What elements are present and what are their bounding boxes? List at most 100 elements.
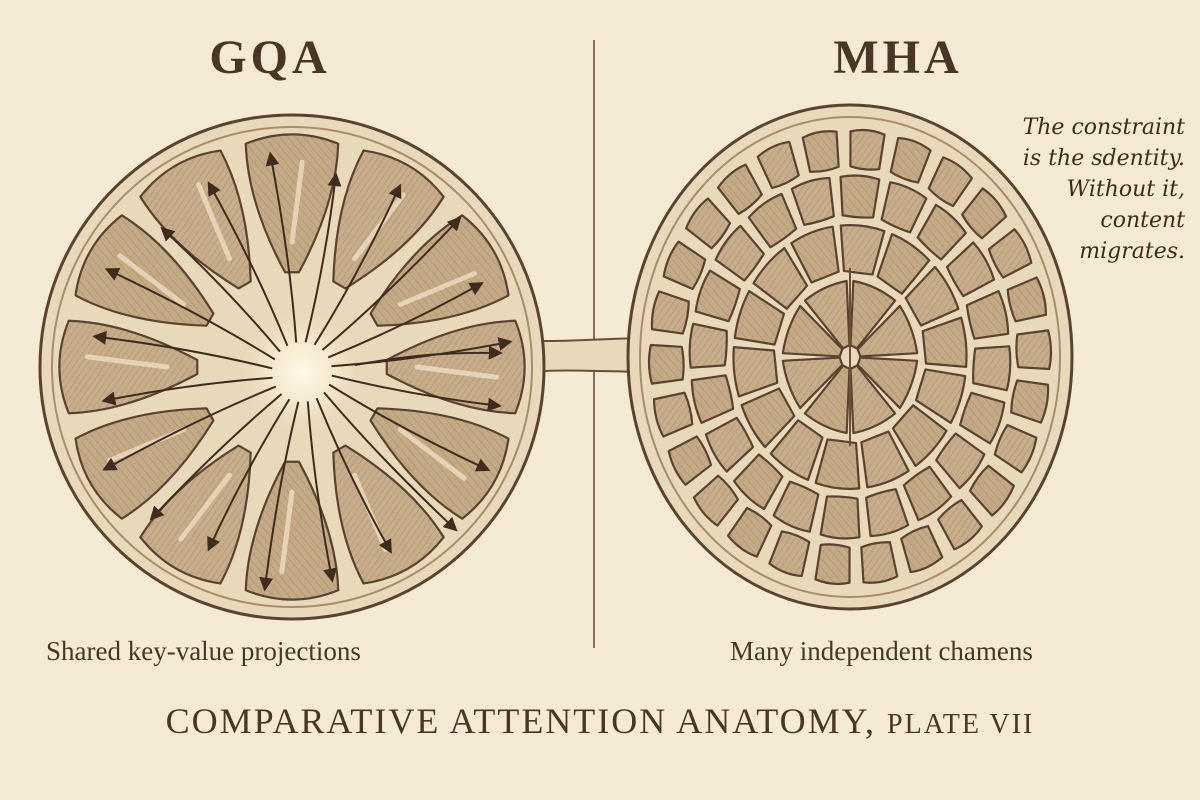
gqa-projection-arrow [306,401,337,583]
mha-chamber [733,453,784,511]
gqa-lobe-fold [279,489,295,575]
mha-chamber [839,174,881,219]
gqa-lobe-fold [397,427,467,481]
mha-chamber [889,136,932,184]
mha-organ [626,103,1074,611]
mha-chamber [904,265,960,327]
plate-title: COMPARATIVE ATTENTION ANATOMY, PLATE VII [0,700,1200,742]
gqa-projection-arrow [315,397,392,554]
mha-chamber [856,356,919,410]
mha-chamber [790,176,835,226]
gqa-stalk-arrow [354,345,503,366]
annotation-line: is the sdentity. [1022,146,1185,171]
mha-chamber [968,464,1015,517]
mha-chamber [865,488,910,538]
gqa-projection-arrow [265,151,298,343]
gqa-projection-arrow [304,172,342,343]
gqa-title: GQA [209,31,331,84]
mha-chamber [1010,379,1050,424]
gqa-projection-arrow [207,181,289,347]
mha-chamber [652,391,694,438]
mha-cells [647,128,1053,586]
mha-chamber [647,343,685,385]
mha-chamber [790,225,840,284]
mha-chamber [902,465,953,522]
gqa-lobe [332,444,445,585]
gqa-lobe [244,133,340,274]
annotation-line: migrates. [1079,239,1185,264]
mha-chamber [993,423,1038,474]
mha-chamber [819,495,861,540]
mha-caption: Many independent chamens [730,636,1033,666]
gqa-lobe-fold [397,271,477,307]
gqa-projection-arrow [321,216,462,351]
gqa-projection-arrow [160,226,281,353]
mha-chamber [704,416,755,473]
gqa-projection-arrow [101,376,273,406]
gqa-projection-arrow [207,398,291,552]
mha-chamber [801,130,840,173]
mha-chamber [945,241,996,298]
mha-chamber [685,197,732,250]
gqa-projection-arrow [104,268,276,361]
gqa-projection-arrow [328,383,491,472]
plate-title-text: COMPARATIVE ATTENTION ANATOMY, [165,701,877,741]
mha-chamber [692,474,740,527]
mha-chamber [781,304,844,358]
gqa-organ [38,113,546,621]
gqa-projection-arrow [313,183,402,346]
gqa-projection-arrow [92,330,273,370]
gqa-lobe-fold [414,364,500,380]
gqa-projection-arrow [331,374,502,412]
mha-chamber [803,364,851,435]
mha-chamber [849,364,897,435]
mha-chamber [900,524,944,574]
mha-chamber [860,541,899,584]
annotation-line: The constraint [1022,115,1185,140]
mha-chamber [769,419,824,481]
mha-chamber [849,279,897,350]
mha-chamber [781,356,844,410]
mha-chamber [662,240,707,291]
mha-chamber [937,498,983,551]
margin-annotation: The constraint is the sdentity. Without … [975,112,1185,267]
mha-chamber [880,181,928,234]
mha-chamber [860,430,910,489]
gqa-lobe [369,214,510,327]
gqa-caption: Shared key-value projections [46,636,361,666]
mha-chamber [740,387,796,449]
gqa-lobe-fold [178,472,232,542]
gqa-lobe-fold [196,182,232,262]
mha-chamber [694,269,741,323]
mha-chamber [650,290,690,335]
gqa-lobe-fold [289,159,305,245]
mha-chamber [965,290,1010,340]
gqa-projection-arrow [259,401,300,592]
gqa-lobe-fold [117,253,187,307]
mha-chamber [733,289,786,346]
mha-chamber [727,506,773,558]
mha-chamber [891,404,948,467]
mha-chamber [717,163,763,216]
mha-chamber [814,543,851,586]
gqa-lobe-fold [84,354,170,370]
mha-chamber [876,233,931,295]
mha-chamber [1006,276,1048,323]
mha-chamber [688,322,728,369]
mha-chamber [747,192,798,249]
gqa-lobe-fold [352,192,406,262]
mha-chamber [972,345,1012,392]
mha-title: MHA [833,31,963,84]
gqa-lobes [58,133,526,601]
mha-chamber [987,228,1033,279]
gqa-projection-arrow [323,391,458,532]
mha-chamber [690,374,735,424]
mha-chamber [814,438,861,490]
gqa-projection-arrow [149,393,283,521]
mha-chamber [839,224,886,276]
annotation-line: Without it, [1066,177,1185,202]
gqa-arrows [92,151,513,592]
plate-number: PLATE VII [887,709,1035,740]
annotation-line: content [1100,208,1185,233]
